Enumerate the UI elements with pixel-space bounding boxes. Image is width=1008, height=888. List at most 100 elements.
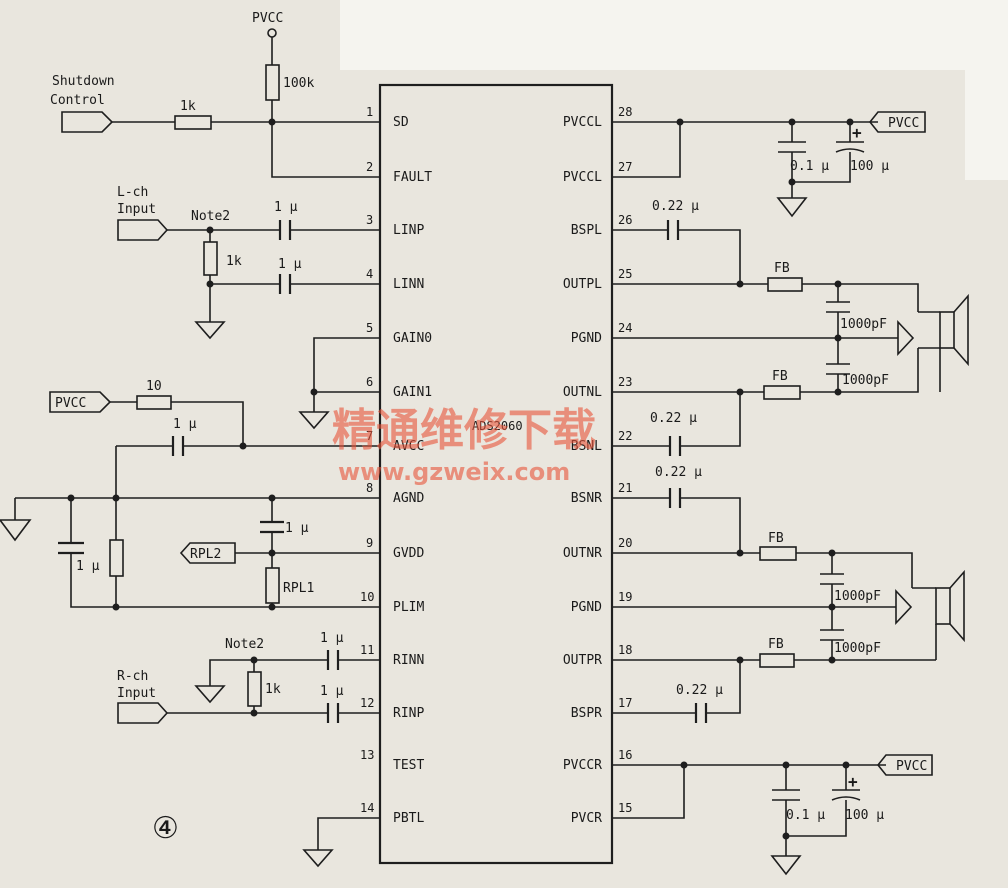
cap-01u-top-label: 0.1 μ <box>790 159 829 174</box>
pin-number: 27 <box>618 160 632 174</box>
cap-1000pf-1-label: 1000pF <box>840 317 887 332</box>
plus-top: + <box>852 123 862 142</box>
cap-1000pf-2-label: 1000pF <box>842 373 889 388</box>
lch-label-1: L-ch <box>117 185 148 200</box>
speaker-left <box>939 311 955 349</box>
note2-left-label: Note2 <box>191 209 230 224</box>
pin-name: PBTL <box>393 811 424 826</box>
pin-number: 14 <box>360 801 374 815</box>
pin-name: OUTNR <box>563 546 602 561</box>
rch-input-connector <box>117 702 169 724</box>
pvcc-tr-label: PVCC <box>888 116 919 131</box>
rch-label-2: Input <box>117 686 156 701</box>
ic-body <box>378 83 614 865</box>
shutdown-input-connector <box>61 111 114 133</box>
watermark-url: www.gzweix.com <box>338 458 570 486</box>
cap-1u-avcc-label: 1 μ <box>173 417 197 432</box>
right-pins: 28PVCCL27PVCCL26BSPL25OUTPL24PGND23OUTNL… <box>563 105 633 826</box>
pin-number: 15 <box>618 801 632 815</box>
pin-name: FAULT <box>393 170 432 185</box>
shutdown-label-2: Control <box>50 93 105 108</box>
pin-name: PLIM <box>393 600 424 615</box>
fb2-label: FB <box>772 369 788 384</box>
pin-number: 28 <box>618 105 632 119</box>
cap-100u-bot <box>786 765 861 837</box>
pin-number: 25 <box>618 267 632 281</box>
paper-light-region <box>340 0 1008 70</box>
ground-symbol-pbtl <box>302 849 334 868</box>
pin-name: OUTNL <box>563 385 602 400</box>
resistor-1k-sd-label: 1k <box>180 99 196 114</box>
resistor-1k-left-label: 1k <box>226 254 242 269</box>
pin-name: PGND <box>571 331 602 346</box>
pvcc-top-label: PVCC <box>252 11 283 26</box>
pin-name: TEST <box>393 758 424 773</box>
resistor-100k-label: 100k <box>283 76 314 91</box>
pvcc-br-label: PVCC <box>896 759 927 774</box>
pvcc-tr-connector <box>868 111 926 133</box>
pin-number: 26 <box>618 213 632 227</box>
pvcc-left-label: PVCC <box>55 396 86 411</box>
rch-label-1: R-ch <box>117 669 148 684</box>
shutdown-label-1: Shutdown <box>52 74 115 89</box>
pin-number: 23 <box>618 375 632 389</box>
pin-name: GVDD <box>393 546 424 561</box>
cap-1u-rinp-label: 1 μ <box>320 684 344 699</box>
pin-number: 12 <box>360 696 374 710</box>
cap-100u-bot-label: 100 μ <box>845 808 884 823</box>
resistor-1k-right-label: 1k <box>265 682 281 697</box>
lch-input-connector <box>117 219 169 241</box>
watermark-chinese: 精通维修下载 <box>332 405 596 456</box>
cap-01u-bot-label: 0.1 μ <box>786 808 825 823</box>
pin-name: OUTPL <box>563 277 602 292</box>
cap-022u-bspl-label: 0.22 μ <box>652 199 699 214</box>
pin-name: PVCCR <box>563 758 602 773</box>
rpl2-connector <box>179 542 236 564</box>
pin-name: BSPR <box>571 706 602 721</box>
pin-number: 2 <box>366 160 373 174</box>
cap-1u-linp-label: 1 μ <box>274 200 298 215</box>
pin-number: 10 <box>360 590 374 604</box>
figure-number: ④ <box>152 811 179 846</box>
pvcc-br-connector <box>876 754 933 776</box>
ground-symbol-left <box>194 321 226 340</box>
pin-number: 8 <box>366 481 373 495</box>
pin-number: 5 <box>366 321 373 335</box>
cap-100u-top-label: 100 μ <box>850 159 889 174</box>
pin-number: 1 <box>366 105 373 119</box>
ground-arrow-r <box>895 588 913 626</box>
pin-number: 6 <box>366 375 373 389</box>
pin-name: RINP <box>393 706 424 721</box>
cap-022u-bsnr-label: 0.22 μ <box>655 465 702 480</box>
pin-name: BSNL <box>571 439 602 454</box>
pin-number: 18 <box>618 643 632 657</box>
cap-022u-bsnl-label: 0.22 μ <box>650 411 697 426</box>
pin-name: RINN <box>393 653 424 668</box>
pin-name: BSPL <box>571 223 602 238</box>
paper-light-region <box>965 70 1008 180</box>
pin-name: GAIN1 <box>393 385 432 400</box>
pin-name: PVCCL <box>563 115 602 130</box>
ground-symbol-right <box>194 685 226 704</box>
cap-1u-gvdd-label: 1 μ <box>285 521 309 536</box>
cap-1000pf-3-label: 1000pF <box>834 589 881 604</box>
ground-symbol-gain <box>298 411 330 430</box>
ground-symbol-bottom-right <box>770 855 802 876</box>
pvcc-left-connector <box>49 391 112 413</box>
pin-number: 9 <box>366 536 373 550</box>
pin-name: LINN <box>393 277 424 292</box>
pin-number: 20 <box>618 536 632 550</box>
pin-name: AGND <box>393 491 424 506</box>
rpl2-label: RPL2 <box>190 547 221 562</box>
pin-number: 4 <box>366 267 373 281</box>
cap-01u-bot <box>772 765 800 856</box>
pin-number: 7 <box>366 429 373 443</box>
cap-1u-linn-label: 1 μ <box>278 257 302 272</box>
ground-symbol-top-right <box>776 197 808 218</box>
pin-name: PVCR <box>571 811 602 826</box>
fb4-label: FB <box>768 637 784 652</box>
pin-number: 11 <box>360 643 374 657</box>
cap-100u-top <box>792 122 865 183</box>
pin-name: PGND <box>571 600 602 615</box>
